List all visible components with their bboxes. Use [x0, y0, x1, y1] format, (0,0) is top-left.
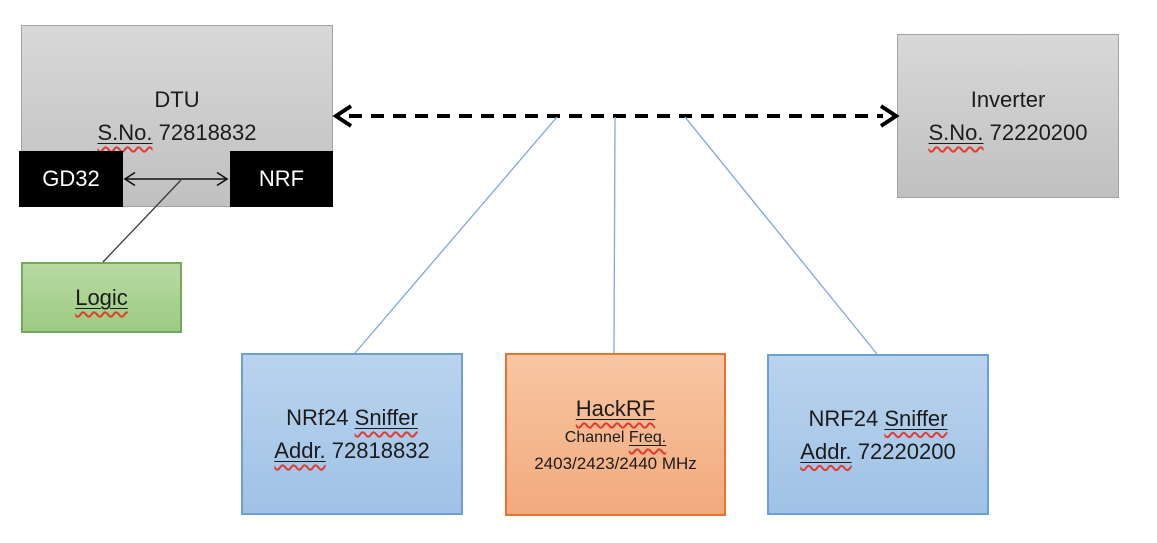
logic-label-line: Logic: [75, 281, 128, 314]
logic-box: Logic: [21, 262, 182, 333]
inverter-serial-line: S.No. 72220200: [928, 116, 1087, 149]
hackrf-freq-prefix: Channel: [564, 429, 625, 446]
sniffer-right-name-word: Sniffer: [884, 405, 948, 431]
dtu-serial-number: 72818832: [158, 120, 257, 145]
gd32-chip: GD32: [19, 151, 123, 207]
sniffer-right-addr-line: Addr. 72220200: [800, 435, 955, 468]
sniffer-left-addr-label: Addr.: [274, 438, 326, 463]
dtu-serial-line: S.No. 72818832: [97, 116, 256, 149]
connector-to-sniffer-right: [684, 116, 878, 355]
sniffer-left-name-prefix: NRf24: [286, 405, 349, 430]
connector-to-sniffer-left: [354, 116, 558, 354]
arrowhead-right-icon: [879, 104, 900, 128]
sniffer-left-addr-value: 72818832: [331, 438, 430, 463]
hackrf-title: HackRF: [575, 396, 656, 421]
nrf-chip-label: NRF: [258, 166, 305, 191]
inverter-box: Inverter S.No. 72220200: [897, 34, 1119, 198]
logic-label: Logic: [75, 285, 128, 310]
sniffer-left-name-word: Sniffer: [354, 405, 418, 430]
hackrf-frequencies: 2403/2423/2440 MHz: [534, 454, 697, 473]
arrowhead-left-icon: [332, 104, 353, 128]
dtu-inverter-dashed-arrow: [332, 104, 900, 128]
sniffer-left-name-line: NRf24 Sniffer: [286, 401, 418, 434]
sniffer-right-name-line: NRF24 Sniffer: [809, 402, 948, 435]
dtu-title: DTU: [154, 87, 200, 112]
inverter-title: Inverter: [970, 87, 1046, 112]
inverter-serial-number: 72220200: [989, 120, 1088, 145]
sniffer-left-addr-line: Addr. 72818832: [274, 434, 429, 467]
hackrf-freq-word: Freq.: [628, 429, 667, 446]
inverter-serial-label: S.No.: [928, 120, 984, 145]
hackrf-box: HackRF Channel Freq. 2403/2423/2440 MHz: [505, 353, 726, 516]
hackrf-channel-line: Channel Freq.: [565, 425, 666, 451]
sniffer-right-addr-value: 72220200: [857, 438, 956, 464]
gd32-chip-label: GD32: [42, 166, 100, 191]
nrf24-sniffer-right-box: NRF24 Sniffer Addr. 72220200: [767, 354, 989, 515]
sniffer-right-addr-label: Addr.: [800, 438, 852, 464]
nrf24-sniffer-left-box: NRf24 Sniffer Addr. 72818832: [241, 353, 463, 515]
hackrf-title-line: HackRF: [576, 392, 655, 425]
connector-to-hackrf: [613, 116, 616, 354]
nrf-chip: NRF: [230, 151, 333, 207]
sniffer-right-name-prefix: NRF24: [808, 405, 879, 431]
dtu-serial-label: S.No.: [97, 120, 153, 145]
